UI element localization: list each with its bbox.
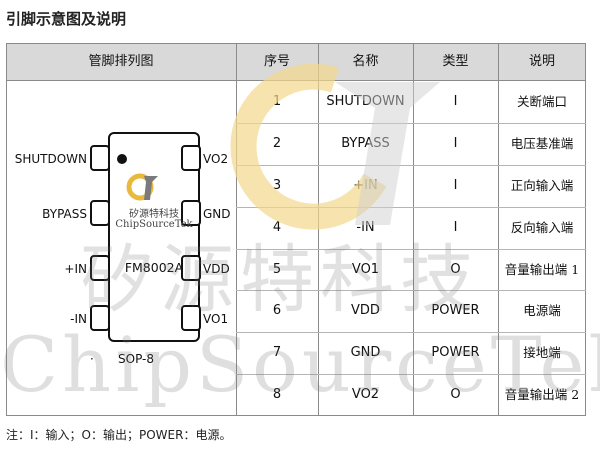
chipsourcetek-logo-icon [126, 173, 158, 201]
cell-name: SHUTDOWN [326, 94, 405, 109]
cell-type: O [450, 262, 461, 277]
chip-pin [181, 255, 201, 281]
cell-name: VDD [351, 303, 380, 318]
cell-type: I [453, 136, 458, 151]
cell-type: I [453, 178, 458, 193]
chip-pin [90, 200, 110, 226]
pin1-marker [117, 154, 127, 164]
cell-number: 8 [272, 387, 282, 402]
cell-description: 电源端 [523, 303, 561, 318]
cell-name: -IN [356, 220, 375, 235]
cell-number: 4 [272, 220, 282, 235]
cell-description: 音量输出端 2 [504, 387, 580, 402]
cell-description: 电压基准端 [510, 136, 574, 151]
cell-description: 音量输出端 1 [504, 262, 580, 277]
cell-description: 接地端 [523, 345, 561, 360]
chip-pin [90, 255, 110, 281]
pin-label-minus-in: -IN [70, 312, 87, 326]
cell-number: 7 [272, 345, 282, 360]
package-dot: · [90, 352, 94, 366]
chip-logo-text-en: ChipSourceTek [115, 219, 193, 230]
cell-type: I [453, 94, 458, 109]
chip-pin [181, 305, 201, 331]
cell-type: POWER [431, 345, 480, 360]
header-name: 名称 [352, 54, 379, 69]
cell-number: 1 [272, 94, 282, 109]
chip-logo-text-cn: 矽源特科技 [129, 209, 179, 220]
chip-part-number: FM8002A [124, 260, 184, 275]
column-divider [498, 43, 499, 416]
cell-name: BYPASS [341, 136, 390, 151]
page-title: 引脚示意图及说明 [6, 10, 127, 28]
pin-label-vo1: VO1 [203, 312, 229, 326]
header-description: 说明 [528, 54, 555, 69]
cell-name: VO2 [351, 387, 380, 402]
row-divider [236, 290, 586, 291]
cell-description: 正向输入端 [510, 178, 574, 193]
cell-type: POWER [431, 303, 480, 318]
cell-number: 6 [272, 303, 282, 318]
row-divider [236, 374, 586, 375]
pin-label-plus-in: +IN [64, 262, 87, 276]
cell-type: O [450, 387, 461, 402]
header-number: 序号 [263, 54, 290, 69]
chip-pin [181, 200, 201, 226]
chip-pin [90, 305, 110, 331]
pin-label-shutdown: SHUTDOWN [14, 152, 87, 166]
pin-label-vdd: VDD [203, 262, 230, 276]
footnote: 注：I：输入；O：输出；POWER：电源。 [6, 428, 232, 442]
row-divider [236, 332, 586, 333]
cell-name: VO1 [351, 262, 380, 277]
pin-label-bypass: BYPASS [42, 207, 87, 221]
cell-number: 5 [272, 262, 282, 277]
cell-description: 反向输入端 [510, 220, 574, 235]
cell-number: 2 [272, 136, 282, 151]
header-type: 类型 [442, 54, 469, 69]
cell-name: +IN [353, 178, 378, 193]
cell-type: I [453, 220, 458, 235]
chip-pin [90, 145, 110, 171]
package-label: SOP-8 [118, 352, 154, 366]
pin-label-vo2: VO2 [203, 152, 229, 166]
chip-pin [181, 145, 201, 171]
cell-number: 3 [272, 178, 282, 193]
column-divider [413, 43, 414, 416]
header-pin-diagram: 管脚排列图 [88, 54, 154, 69]
cell-description: 关断端口 [516, 94, 567, 109]
cell-name: GND [350, 345, 381, 360]
row-divider [236, 249, 586, 250]
pin-label-gnd: GND [203, 207, 231, 221]
